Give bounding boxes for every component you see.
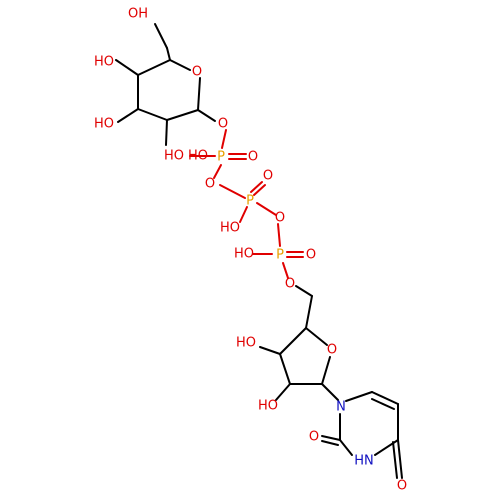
label-p3-ho: HO [234,247,254,262]
bond-p1-obridge [213,164,222,179]
bond-c5r-c4r [305,295,313,329]
bond-o1-p1 [221,129,227,149]
bond-c6-c5 [166,47,171,61]
bond-n3-c2u [339,439,353,456]
label-o-c4u: O [397,479,407,494]
label-p1: P [217,150,225,165]
bond-c3-oh [117,108,139,123]
bond-c4-oh [115,59,139,76]
label-ho-c3r: HO [236,336,256,351]
phosphate-chain-bonds [189,129,313,297]
label-ho-c3: HO [94,117,114,132]
label-o-p1-p2: O [205,177,215,192]
label-p3: P [276,248,284,263]
uracil-ring-bonds [321,391,403,479]
bond-n1-c6u [345,391,373,402]
atom-labels: OH HO HO HO O O P HO O O P O HO O P HO O… [94,7,407,494]
glucose-ring-bonds [115,23,216,146]
label-p1-o: O [248,150,258,165]
label-o-glc-link: O [218,117,228,132]
bond-p2-obridge2 [256,202,277,216]
label-p2-ho: HO [220,221,240,236]
label-o-ring-glc: O [192,65,202,80]
bond-c6u-c5u-double [371,398,395,410]
bond-o5r-c5r [295,285,313,297]
bond-c2r-oh [275,383,291,401]
label-nh3: HN [354,454,374,469]
bond-p2-oh [239,206,248,223]
bond-c2r-c3r [279,353,291,385]
bond-c2u-o [321,435,341,441]
bond-p3-o5r [282,262,289,279]
bond-c4-c5 [137,59,171,76]
bond-c5-o5 [169,59,191,71]
label-p2-o: O [263,169,273,184]
bond-c1-o1 [197,109,216,122]
label-ho-c2: HO [164,149,184,164]
bond-obridge2-p3 [277,223,281,247]
bond-c4u-n3 [374,439,399,456]
bond-c2-c3 [137,108,168,121]
bond-p2-o-b [253,184,266,196]
bond-c2u-o-double [321,440,339,446]
label-p1-ho: HO [188,149,208,164]
label-o-p3-c5: O [285,277,295,292]
label-ho-c2r: HO [258,399,278,414]
label-n1: N [336,400,346,415]
bond-o5-c1 [197,77,201,111]
bond-c4u-o-double [392,441,398,479]
label-p2: P [246,194,254,209]
label-p3-o: O [306,248,316,263]
bond-c3r-oh [259,346,281,355]
bond-c6u-c5u [371,391,399,405]
label-o-p2-p3: O [275,211,285,226]
ribose-ring-bonds [259,295,339,401]
bond-c1-c2 [166,109,199,121]
bond-c3r-c4r [279,327,307,355]
label-o-ring-rib: O [327,343,337,358]
label-o-c2u: O [309,430,319,445]
bond-c6-o6 [154,23,168,49]
bond-c2-oh [165,119,168,146]
label-oh-c6: OH [128,7,148,22]
bond-c1r-n1 [321,383,339,401]
bond-p2-o-a [250,181,263,193]
bond-obridge-p2 [219,184,246,199]
bond-c4r-o4r [305,327,328,346]
label-ho-c4: HO [94,55,114,70]
bond-c4u-o [397,439,403,479]
bond-o4r-c1r [321,356,331,385]
